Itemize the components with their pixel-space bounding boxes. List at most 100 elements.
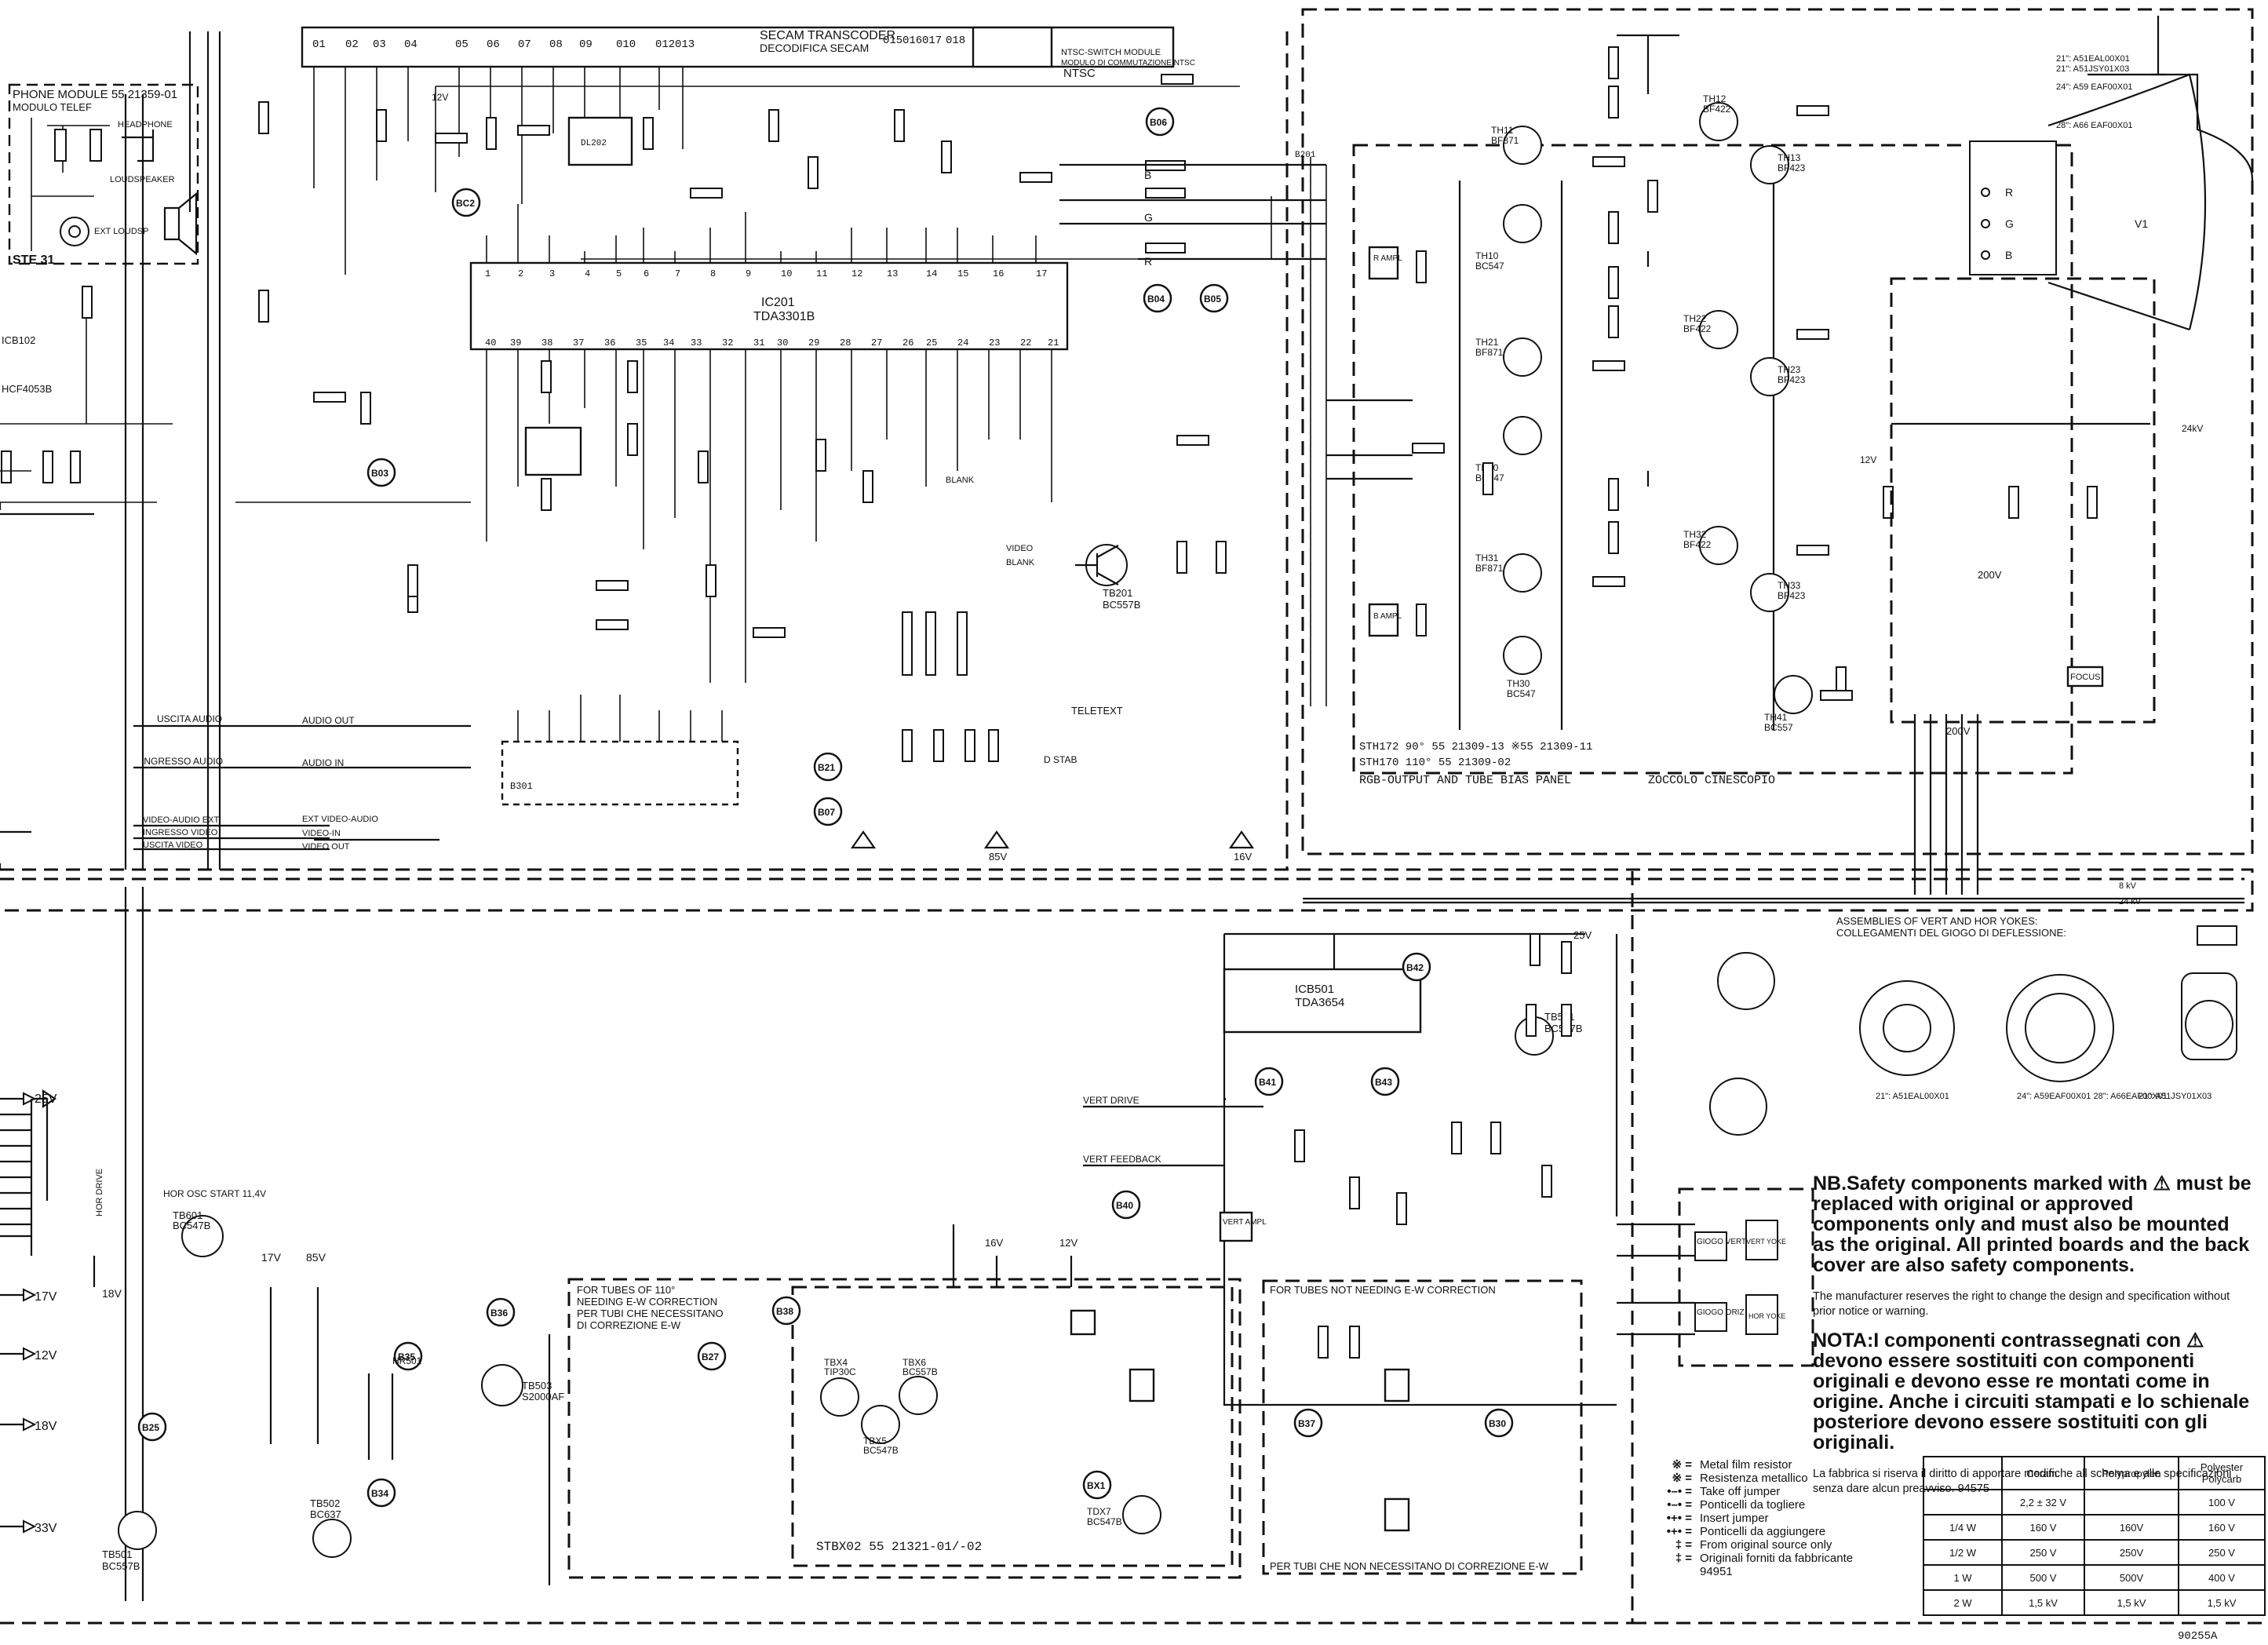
video-out-label: USCITA VIDEO xyxy=(143,841,203,850)
svg-text:TH31: TH31 xyxy=(1475,553,1499,564)
svg-text:B41: B41 xyxy=(1259,1077,1276,1088)
yokes-title: ASSEMBLIES OF VERT AND HOR YOKES: xyxy=(1836,915,2037,927)
svg-text:BC557B: BC557B xyxy=(1103,599,1140,611)
safety-note-it: NOTA:I componenti contrassegnati con ⚠ d… xyxy=(1813,1329,2250,1454)
rail-12v-left: 12V xyxy=(35,1349,57,1362)
ew-correction: FOR TUBES OF 110° NEEDING E-W CORRECTION… xyxy=(567,1098,1242,1579)
rail-17v-hor: 17V xyxy=(261,1251,282,1264)
phone-module-sub: MODULO TELEF xyxy=(13,101,92,113)
svg-text:2: 2 xyxy=(518,268,523,279)
svg-text:25: 25 xyxy=(926,337,937,348)
svg-text:TB601: TB601 xyxy=(173,1209,202,1221)
svg-text:TDX7: TDX7 xyxy=(1087,1506,1111,1517)
table-cell: 1/2 W xyxy=(1923,1539,2003,1566)
svg-text:BC557B: BC557B xyxy=(102,1560,140,1572)
svg-text:TH41: TH41 xyxy=(1764,712,1788,723)
eht-8kv: 8 kV xyxy=(2119,881,2137,891)
d-stab-label: D STAB xyxy=(1044,754,1077,765)
eht-24kv: 24kV xyxy=(2182,423,2203,434)
table-cell: 250 V xyxy=(2178,1539,2266,1566)
component-ratings-table: Ceram. Polypropylen Polyester Polycarb 2… xyxy=(1923,1456,2266,1616)
ic102-type: HCF4053B xyxy=(2,383,52,395)
svg-text:DL202: DL202 xyxy=(581,139,607,148)
svg-text:B40: B40 xyxy=(1116,1200,1133,1211)
svg-text:BF422: BF422 xyxy=(1683,539,1712,550)
svg-text:R: R xyxy=(1144,255,1152,268)
table-cell: 1,5 kV xyxy=(2084,1589,2179,1616)
vert-yoke-label: VERT YOKE xyxy=(1746,1238,1786,1246)
ew-title-3: PER TUBI CHE NECESSITANO xyxy=(577,1308,724,1319)
svg-text:B37: B37 xyxy=(1298,1418,1315,1429)
ntsc-label: NTSC xyxy=(1063,67,1096,80)
tube-size-2: 21": A51JSY01X03 xyxy=(2056,64,2129,74)
table-header-cell xyxy=(1923,1456,2003,1490)
rgb-code-2: STH170 110° 55 21309-02 xyxy=(1359,757,1511,769)
table-cell: 500 V xyxy=(2001,1564,2085,1591)
svg-text:4: 4 xyxy=(585,268,590,279)
svg-text:B: B xyxy=(1144,169,1151,181)
phone-module-code: STE 31 xyxy=(13,253,54,267)
legend-row: •–• =Ponticelli da togliere xyxy=(1664,1498,1931,1512)
legend-symbol: ‡ = xyxy=(1675,1552,1692,1565)
table-cell xyxy=(1923,1489,2003,1516)
legend-row: ※ =Resistenza metallico xyxy=(1664,1472,1931,1485)
table-cell xyxy=(2084,1489,2179,1516)
tube-v1: V1 xyxy=(2135,217,2148,230)
svg-text:BF422: BF422 xyxy=(1683,323,1712,334)
rail-12v-panel: 12V xyxy=(1860,454,1876,465)
svg-text:33: 33 xyxy=(691,337,702,348)
b-ampl-label: B AMPL xyxy=(1373,612,1402,621)
noew-title: FOR TUBES NOT NEEDING E-W CORRECTION xyxy=(1270,1284,1496,1296)
svg-text:B21: B21 xyxy=(818,762,835,773)
svg-text:TB501: TB501 xyxy=(102,1548,132,1560)
svg-text:BF423: BF423 xyxy=(1778,590,1806,601)
svg-text:BF871: BF871 xyxy=(1475,347,1504,358)
legend-symbol: ‡ = xyxy=(1675,1538,1692,1552)
giogo-vert-label: GIOGO VERTIC xyxy=(1697,1238,1754,1246)
svg-text:09: 09 xyxy=(579,38,593,51)
rail-16v-ew: 16V xyxy=(985,1237,1003,1249)
svg-text:BC2: BC2 xyxy=(456,198,475,209)
rail-18v-hor: 18V xyxy=(102,1287,122,1300)
yoke-2-label: 24": A59EAF00X01 28": A66EAF00X01 xyxy=(2017,1092,2168,1101)
phone-module-title: PHONE MODULE 55 21359-01 xyxy=(13,88,177,101)
svg-text:BC547: BC547 xyxy=(1507,688,1536,699)
svg-text:015: 015 xyxy=(883,35,902,47)
svg-text:BC637: BC637 xyxy=(310,1508,341,1520)
ext-video-audio: EXT VIDEO-AUDIO xyxy=(302,815,378,824)
svg-text:B43: B43 xyxy=(1375,1077,1392,1088)
legend-code: 94951 xyxy=(1700,1565,1733,1578)
svg-text:B42: B42 xyxy=(1406,962,1424,973)
audio-out-label: USCITA AUDIO xyxy=(157,713,222,724)
hor-drive-label: HOR DRIVE xyxy=(95,1169,104,1216)
svg-text:35: 35 xyxy=(636,337,647,348)
svg-text:04: 04 xyxy=(404,38,418,51)
rgb-panel: STH172 90° 55 21309-13 ※55 21309-11 STH1… xyxy=(1326,34,2073,787)
rail-12v-top: 12V xyxy=(432,92,448,103)
svg-text:TBX6: TBX6 xyxy=(902,1357,926,1368)
rail-33v-left: 33V xyxy=(35,1522,57,1535)
svg-text:03: 03 xyxy=(373,38,386,51)
eht-24kv-b: 24 kV xyxy=(2119,897,2142,906)
yoke-1-label: 21": A51EAL00X01 xyxy=(1876,1092,1949,1101)
svg-text:R: R xyxy=(2005,186,2013,199)
svg-text:B36: B36 xyxy=(490,1308,508,1319)
table-cell: 1 W xyxy=(1923,1564,2003,1591)
legend-row: •–• =Take off jumper xyxy=(1664,1485,1931,1498)
svg-text:TH21: TH21 xyxy=(1475,337,1499,348)
svg-text:018: 018 xyxy=(946,35,965,47)
icb501-label: ICB501 xyxy=(1295,983,1334,996)
svg-text:BC557: BC557 xyxy=(1764,722,1793,733)
svg-text:B07: B07 xyxy=(818,807,835,818)
ic201-components: DL202 xyxy=(313,74,1227,762)
icb501-type: TDA3654 xyxy=(1295,996,1344,1009)
testpoints-top: B06 BC2 B04 B05 B03 B21 B07 xyxy=(366,107,1229,826)
svg-text:BF423: BF423 xyxy=(1778,374,1806,385)
legend-text: Metal film resistor xyxy=(1700,1458,1792,1472)
video-in: VIDEO-IN xyxy=(302,829,341,838)
